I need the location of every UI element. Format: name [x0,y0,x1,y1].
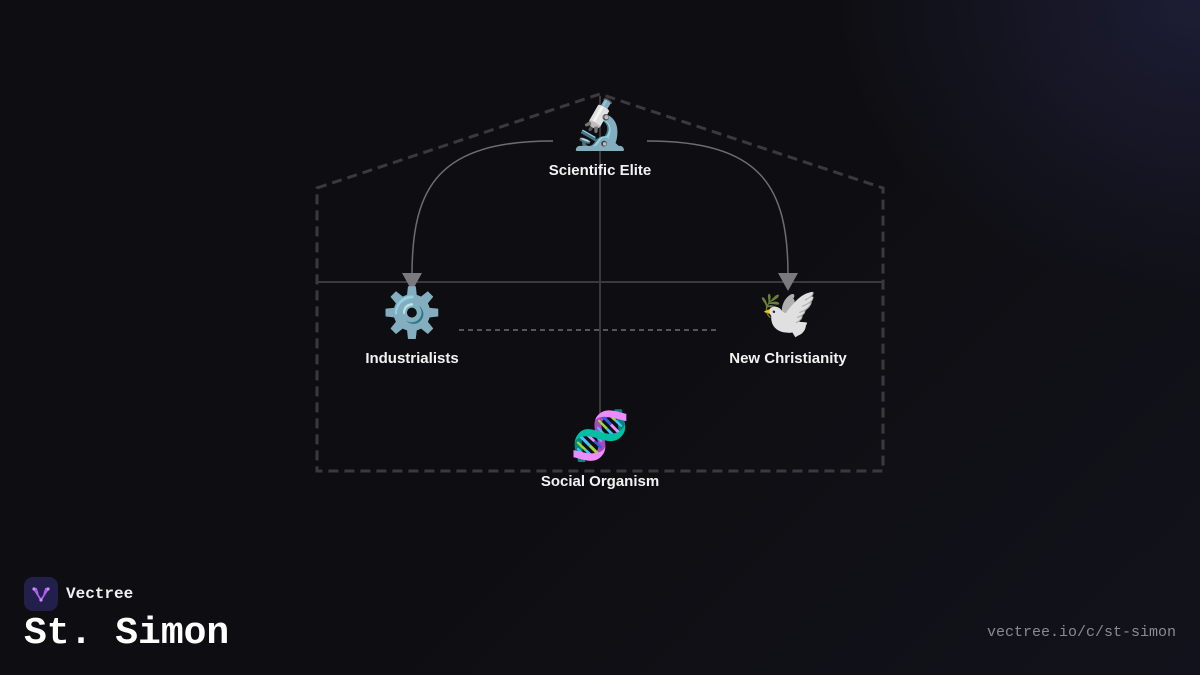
edge-scientific-elite-to-industrialists [411,140,554,276]
house-outline [315,92,885,473]
arrowhead-industrialists [402,273,422,291]
dove-icon: 🕊️ [758,287,818,340]
node-scientific-elite[interactable]: 🔬 Scientific Elite [500,98,700,179]
node-label: Industrialists [365,350,459,367]
vectree-logo-icon [24,577,58,611]
brand-name: Vectree [66,585,134,603]
node-new-christianity[interactable]: 🕊️ New Christianity [688,286,888,367]
page-title: St. Simon [24,612,230,655]
node-industrialists[interactable]: ⚙️ Industrialists [312,286,512,367]
page-url[interactable]: vectree.io/c/st-simon [986,624,1176,641]
dna-icon: 🧬 [570,410,630,463]
arrowhead-new-christianity [778,273,798,291]
microscope-icon: 🔬 [570,99,630,152]
node-label: Scientific Elite [548,162,652,179]
node-label: Social Organism [540,473,660,490]
node-social-organism[interactable]: 🧬 Social Organism [500,409,700,490]
brand[interactable]: Vectree [24,577,133,611]
gear-icon: ⚙️ [382,287,442,340]
edge-scientific-elite-to-new-christianity [646,140,789,276]
node-label: New Christianity [729,350,847,367]
